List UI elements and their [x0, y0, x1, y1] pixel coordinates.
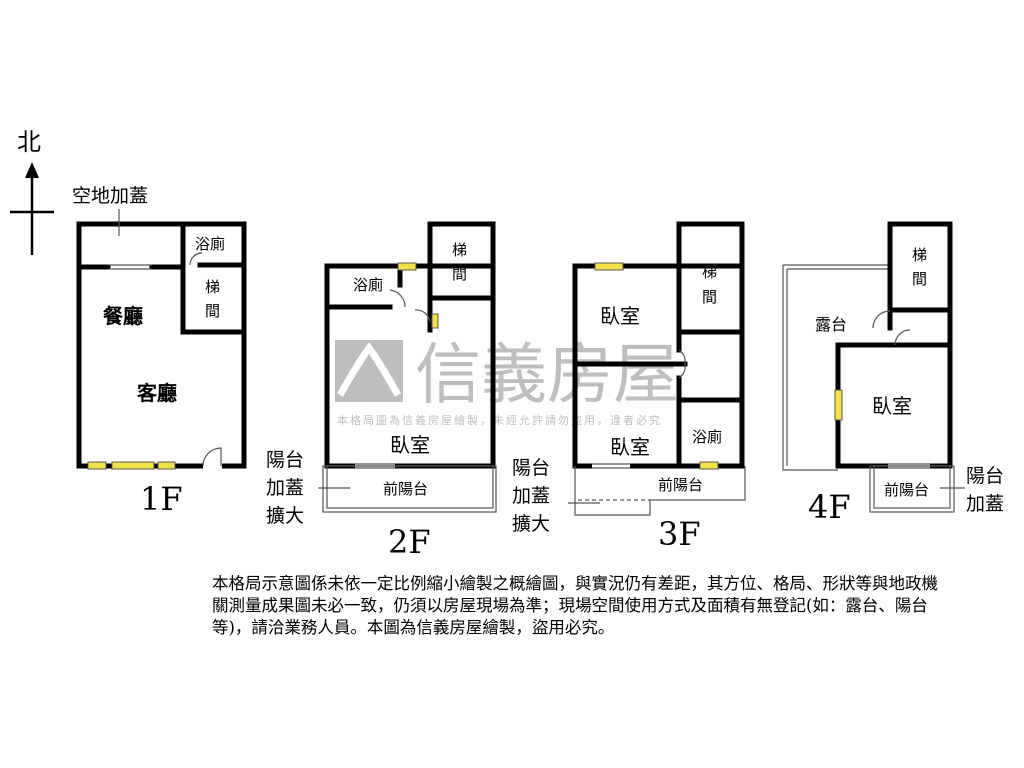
room-stair-1f: 梯	[205, 278, 220, 296]
room-bedroom1-3f: 臥室	[600, 304, 640, 328]
room-bath-3f: 浴廁	[692, 428, 722, 446]
room-bath-2f: 浴廁	[353, 276, 383, 294]
note-balcony-2f: 陽台	[266, 449, 304, 471]
room-terrace-4f: 露台	[815, 315, 847, 334]
watermark: 信義房屋 本格局圖為信義房屋繪製，未經允許請勿盜用，違者必究	[335, 336, 679, 427]
north-label: 北	[17, 128, 41, 156]
floor-label-2f: 2F	[388, 523, 431, 561]
note-expand-3f: 擴大	[512, 513, 550, 535]
room-bath-1f: 浴廁	[195, 235, 225, 253]
room-yard: 空地加蓋	[72, 185, 148, 207]
disclaimer-text: 本格局示意圖係未依一定比例縮小繪製之概繪圖，與實況仍有差距，其方位、格局、形狀等…	[212, 574, 938, 637]
room-balcony-4f: 前陽台	[884, 481, 929, 499]
floor-label-3f: 3F	[658, 515, 701, 553]
north-arrow-icon: 北	[10, 128, 54, 255]
floor-3f: 臥室 梯 間 臥室 浴廁 前陽台 陽台 加蓋 擴大 3F	[512, 221, 746, 553]
floor-label-4f: 4F	[808, 488, 851, 526]
note-addon-2f: 加蓋	[266, 477, 304, 499]
room-living: 客廳	[136, 381, 177, 405]
room-balcony-3f: 前陽台	[658, 476, 703, 494]
note-addon-3f: 加蓋	[512, 485, 550, 507]
room-stair-1f-2: 間	[205, 302, 220, 320]
room-stair-2f: 梯	[452, 241, 467, 259]
room-stair-4f-2: 間	[912, 270, 927, 288]
room-dining: 餐廳	[103, 304, 143, 328]
floor-1f: 空地加蓋 浴廁 梯 間 餐廳 客廳 1F	[72, 185, 247, 518]
floor-label-1f: 1F	[140, 480, 183, 518]
room-stair-4f: 梯	[912, 246, 927, 264]
note-balcony-4f: 陽台	[966, 465, 1004, 487]
room-bedroom2-3f: 臥室	[610, 435, 650, 459]
floor-4f: 梯 間 露台 臥室 前陽台 陽台 加蓋 4F	[782, 221, 1004, 526]
room-stair-3f-2: 間	[702, 288, 717, 306]
watermark-notice: 本格局圖為信義房屋繪製，未經允許請勿盜用，違者必究	[337, 413, 662, 427]
watermark-brand: 信義房屋	[415, 336, 679, 413]
note-addon-4f: 加蓋	[966, 493, 1004, 515]
note-balcony-3f: 陽台	[512, 457, 550, 479]
room-stair-3f: 梯	[702, 263, 717, 281]
room-stair-2f-2: 間	[452, 265, 467, 283]
room-bedroom-2f: 臥室	[390, 433, 430, 457]
note-expand-2f: 擴大	[266, 505, 304, 527]
room-balcony-2f: 前陽台	[383, 480, 428, 498]
floor-2f: 梯 間 浴廁 臥室 前陽台 陽台 加蓋 擴大 2F	[266, 221, 497, 561]
room-bedroom-4f: 臥室	[872, 394, 912, 418]
